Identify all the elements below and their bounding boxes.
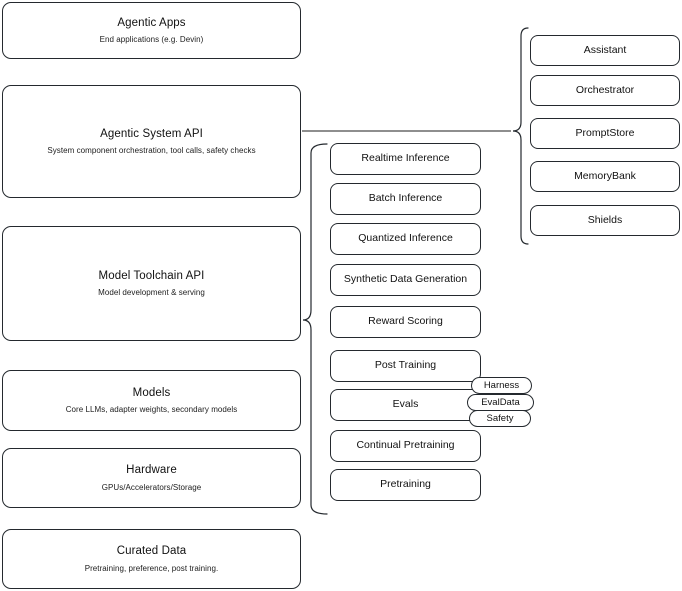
layer-subtitle: Pretraining, preference, post training.: [84, 563, 219, 573]
capability-label: Pretraining: [380, 478, 431, 491]
capability-label: Batch Inference: [368, 192, 443, 205]
eval-badge-safety[interactable]: Safety: [469, 410, 531, 427]
capability-label: Continual Pretraining: [356, 439, 455, 452]
eval-badge-label: Harness: [483, 379, 520, 391]
service-shields[interactable]: Shields: [530, 205, 680, 236]
layer-title: Model Toolchain API: [98, 269, 205, 282]
layer-title: Models: [132, 386, 171, 399]
layer-hardware[interactable]: Hardware GPUs/Accelerators/Storage: [2, 448, 301, 508]
layer-subtitle: End applications (e.g. Devin): [99, 35, 204, 45]
service-memorybank[interactable]: MemoryBank: [530, 161, 680, 192]
capability-continual-pretraining[interactable]: Continual Pretraining: [330, 430, 481, 462]
capability-reward-scoring[interactable]: Reward Scoring: [330, 306, 481, 338]
layer-title: Hardware: [126, 464, 177, 477]
service-label: Assistant: [583, 43, 627, 56]
capability-label: Realtime Inference: [361, 152, 450, 165]
eval-badge-label: Safety: [486, 412, 514, 424]
service-label: PromptStore: [575, 126, 635, 139]
services-brace: [512, 27, 529, 245]
eval-badge-label: EvalData: [481, 396, 520, 408]
capability-batch-inference[interactable]: Batch Inference: [330, 183, 481, 215]
layer-subtitle: System component orchestration, tool cal…: [47, 146, 256, 156]
service-promptstore[interactable]: PromptStore: [530, 118, 680, 149]
capability-pretraining[interactable]: Pretraining: [330, 469, 481, 501]
service-label: MemoryBank: [574, 169, 636, 182]
capabilities-brace: [302, 143, 328, 515]
layer-subtitle: Model development & serving: [98, 288, 205, 298]
eval-badge-evaldata[interactable]: EvalData: [467, 394, 534, 411]
layer-agentic-apps[interactable]: Agentic Apps End applications (e.g. Devi…: [2, 2, 301, 59]
capability-label: Synthetic Data Generation: [343, 273, 468, 286]
capability-synthetic-data-generation[interactable]: Synthetic Data Generation: [330, 264, 481, 296]
layer-agentic-system-api[interactable]: Agentic System API System component orch…: [2, 85, 301, 198]
service-assistant[interactable]: Assistant: [530, 35, 680, 66]
capability-quantized-inference[interactable]: Quantized Inference: [330, 223, 481, 255]
layer-curated-data[interactable]: Curated Data Pretraining, preference, po…: [2, 529, 301, 589]
capability-label: Post Training: [374, 359, 437, 372]
eval-badge-harness[interactable]: Harness: [471, 377, 532, 394]
layer-title: Agentic Apps: [117, 16, 186, 29]
layer-subtitle: GPUs/Accelerators/Storage: [101, 482, 202, 492]
layer-subtitle: Core LLMs, adapter weights, secondary mo…: [65, 405, 238, 415]
service-orchestrator[interactable]: Orchestrator: [530, 75, 680, 106]
capability-label: Evals: [392, 398, 419, 411]
service-label: Orchestrator: [575, 83, 635, 96]
layer-models[interactable]: Models Core LLMs, adapter weights, secon…: [2, 370, 301, 431]
service-label: Shields: [587, 213, 623, 226]
capability-label: Reward Scoring: [368, 315, 443, 328]
capability-post-training[interactable]: Post Training: [330, 350, 481, 382]
capability-label: Quantized Inference: [358, 232, 453, 245]
capability-realtime-inference[interactable]: Realtime Inference: [330, 143, 481, 175]
capability-evals[interactable]: Evals: [330, 389, 481, 421]
layer-model-toolchain-api[interactable]: Model Toolchain API Model development & …: [2, 226, 301, 341]
layer-title: Curated Data: [116, 545, 187, 558]
layer-title: Agentic System API: [100, 127, 203, 140]
